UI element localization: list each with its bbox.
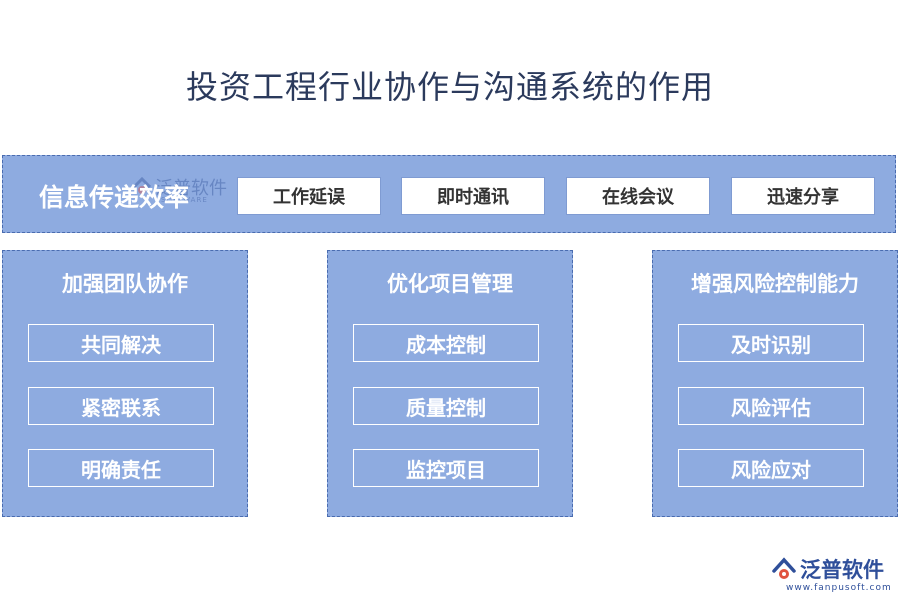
watermark-subtext: SOFTWARE bbox=[161, 196, 208, 204]
column-item: 监控项目 bbox=[353, 449, 539, 487]
page-title: 投资工程行业协作与沟通系统的作用 bbox=[185, 68, 714, 106]
info-efficiency-band: 泛普软件 SOFTWARE 信息传递效率 工作延误 即时通讯 在线会议 迅速分享 bbox=[2, 155, 896, 233]
column-item: 明确责任 bbox=[28, 449, 214, 487]
column-title: 优化项目管理 bbox=[387, 271, 513, 296]
watermark-text: 泛普软件 bbox=[155, 178, 227, 199]
column-item: 质量控制 bbox=[353, 387, 539, 425]
brand-logo: 泛普软件 www.fanpusoft.com bbox=[770, 555, 896, 595]
column-item: 成本控制 bbox=[353, 324, 539, 362]
brand-name: 泛普软件 bbox=[800, 558, 884, 582]
column-title: 增强风险控制能力 bbox=[691, 271, 859, 296]
column-item: 风险评估 bbox=[678, 387, 864, 425]
band-item-quick-share: 迅速分享 bbox=[731, 177, 875, 215]
column-item: 风险应对 bbox=[678, 449, 864, 487]
watermark-icon bbox=[132, 176, 152, 194]
brand-icon bbox=[772, 557, 796, 579]
column-item: 共同解决 bbox=[28, 324, 214, 362]
column-item: 紧密联系 bbox=[28, 387, 214, 425]
column-risk-control: 增强风险控制能力 及时识别 风险评估 风险应对 bbox=[652, 250, 898, 517]
column-item: 及时识别 bbox=[678, 324, 864, 362]
band-item-work-delay: 工作延误 bbox=[237, 177, 381, 215]
column-project-management: 优化项目管理 成本控制 质量控制 监控项目 bbox=[327, 250, 573, 517]
column-team-collaboration: 加强团队协作 共同解决 紧密联系 明确责任 bbox=[2, 250, 248, 517]
brand-url: www.fanpusoft.com bbox=[786, 583, 892, 593]
watermark-logo: 泛普软件 SOFTWARE bbox=[131, 174, 251, 210]
column-title: 加强团队协作 bbox=[62, 271, 188, 296]
band-item-instant-messaging: 即时通讯 bbox=[401, 177, 545, 215]
band-label: 信息传递效率 bbox=[39, 183, 190, 212]
band-item-online-meeting: 在线会议 bbox=[566, 177, 710, 215]
